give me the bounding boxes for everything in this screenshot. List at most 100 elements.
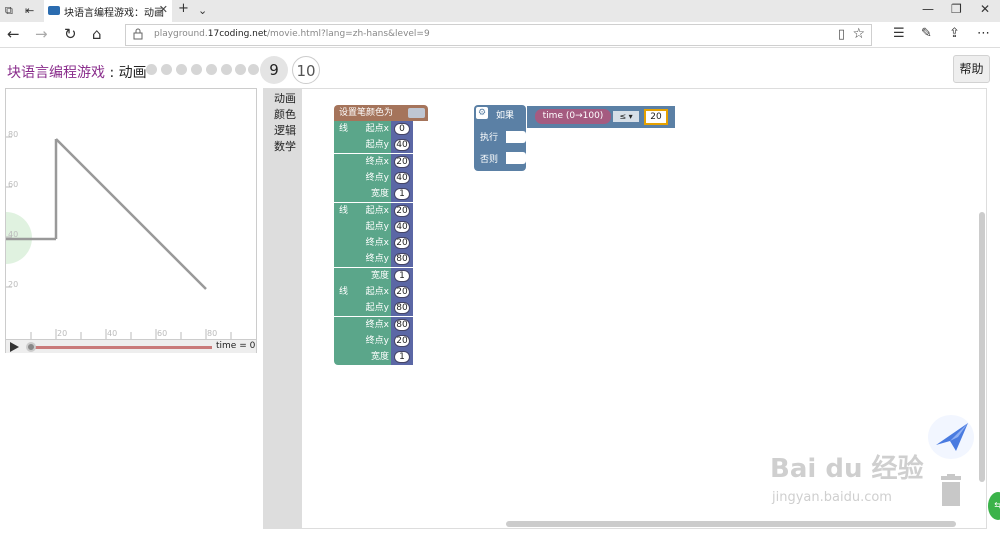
- browser-tab-active[interactable]: 块语言编程游戏：动画 ✕: [44, 0, 172, 22]
- x-tick-60: 60: [157, 329, 167, 338]
- level-dot-8[interactable]: [248, 64, 259, 75]
- forward-icon[interactable]: →: [35, 25, 48, 43]
- level-dot-6[interactable]: [221, 64, 232, 75]
- url-text: playground.17coding.net/movie.html?lang=…: [154, 29, 430, 39]
- number-block: 20: [391, 153, 413, 170]
- if-else-block[interactable]: ⚙ 如果 执行 否则: [474, 105, 526, 171]
- do-label: 执行: [480, 133, 499, 143]
- line-1-end-y-value[interactable]: 40: [394, 171, 410, 184]
- close-tab-icon[interactable]: ✕: [158, 3, 168, 16]
- share-icon[interactable]: ⇪: [949, 26, 960, 41]
- toolbox-category-logic[interactable]: 逻辑: [274, 124, 296, 137]
- line-1-width-value[interactable]: 1: [394, 188, 410, 201]
- toolbox-category-math[interactable]: 数学: [274, 140, 296, 153]
- new-tab-icon[interactable]: +: [178, 1, 189, 16]
- url-field[interactable]: playground.17coding.net/movie.html?lang=…: [125, 24, 872, 46]
- else-statement-slot[interactable]: [506, 152, 526, 164]
- line-field-label: 起点x: [365, 205, 389, 216]
- do-statement-slot[interactable]: [506, 131, 526, 143]
- tab-actions-icon[interactable]: ⧉: [5, 4, 13, 17]
- line-3-end-y-value[interactable]: 20: [394, 334, 410, 347]
- help-button[interactable]: 帮助: [953, 55, 990, 83]
- more-menu-icon[interactable]: ⋯: [977, 26, 990, 41]
- pen-color-swatch[interactable]: [408, 108, 425, 118]
- block-workspace[interactable]: [301, 88, 987, 529]
- level-dot-1[interactable]: [146, 64, 157, 75]
- line-3-end-x-value[interactable]: 80: [394, 318, 410, 331]
- line-3-end-x-row: 终点x 80: [334, 316, 413, 333]
- baidu-jingyan-watermark: Bai du 经验: [770, 454, 924, 484]
- line-field-label: 终点x: [365, 319, 389, 330]
- level-dot-5[interactable]: [206, 64, 217, 75]
- line-1-end-x-value[interactable]: 20: [394, 155, 410, 168]
- x-tick-40: 40: [107, 329, 117, 338]
- line-field-label: 宽度: [370, 352, 389, 363]
- line-field-label: 起点y: [365, 221, 389, 232]
- side-float-button[interactable]: ⇆: [988, 492, 1000, 520]
- web-note-pen-icon[interactable]: ✎: [921, 26, 932, 41]
- block-toolbox: 动画 颜色 逻辑 数学: [263, 88, 301, 529]
- x-axis: 20 40 60 80: [30, 329, 232, 339]
- line-3-start-y-value[interactable]: 80: [394, 302, 410, 315]
- line-3-width-value[interactable]: 1: [394, 351, 410, 364]
- line-2-start-y-value[interactable]: 40: [394, 220, 410, 233]
- current-level-badge[interactable]: 9: [260, 56, 288, 84]
- level-dot-7[interactable]: [235, 64, 246, 75]
- line-2-end-x-value[interactable]: 20: [394, 237, 410, 250]
- line-field-label: 终点y: [365, 172, 389, 183]
- close-window-icon[interactable]: ✕: [980, 2, 991, 16]
- line-1-start-y-value[interactable]: 40: [394, 139, 410, 152]
- level-dot-2[interactable]: [161, 64, 172, 75]
- number-block: 0: [391, 121, 413, 137]
- play-icon[interactable]: [10, 342, 19, 352]
- y-tick-20: 20: [8, 280, 18, 289]
- number-block: 1: [391, 186, 413, 203]
- back-icon[interactable]: ←: [7, 25, 20, 43]
- line-3-start-x-value[interactable]: 20: [394, 286, 410, 298]
- set-pen-color-block[interactable]: 设置笔颜色为: [334, 105, 428, 121]
- favorites-hub-icon[interactable]: ☰: [893, 26, 905, 41]
- next-level-button[interactable]: 10: [292, 56, 320, 84]
- toolbox-category-color[interactable]: 颜色: [274, 108, 296, 121]
- time-slider-handle[interactable]: [26, 342, 36, 352]
- maximize-icon[interactable]: ❐: [951, 2, 962, 16]
- tab-preview-chevron-down-icon[interactable]: ⌄: [198, 4, 208, 17]
- level-dot-4[interactable]: [191, 64, 202, 75]
- reading-view-icon[interactable]: ▯: [837, 27, 845, 42]
- line-1-start-x-value[interactable]: 0: [394, 123, 410, 135]
- compare-value-input[interactable]: 20: [644, 109, 668, 125]
- level-dot-3[interactable]: [176, 64, 187, 75]
- address-bar-row: ← → ↻ ⌂ playground.17coding.net/movie.ht…: [0, 22, 1000, 48]
- minimize-icon[interactable]: —: [922, 2, 934, 16]
- refresh-icon[interactable]: ↻: [64, 25, 77, 43]
- line-field-label: 起点y: [365, 303, 389, 314]
- number-block: 40: [391, 218, 413, 235]
- favorite-star-icon[interactable]: ☆: [852, 26, 865, 42]
- line-2-end-y-value[interactable]: 80: [394, 253, 410, 266]
- time-slider-track[interactable]: [30, 346, 212, 349]
- home-icon[interactable]: ⌂: [92, 25, 102, 43]
- workspace-vertical-scrollbar[interactable]: [979, 212, 985, 482]
- number-block: 1: [391, 349, 413, 366]
- number-block: 40: [391, 137, 413, 154]
- lock-icon: [133, 28, 143, 40]
- trash-can-icon[interactable]: [939, 474, 963, 506]
- workspace-horizontal-scrollbar[interactable]: [506, 521, 956, 527]
- toolbox-category-animation[interactable]: 动画: [274, 92, 296, 105]
- set-aside-tabs-icon[interactable]: ⇤: [25, 4, 35, 17]
- line-field-label: 终点x: [365, 238, 389, 249]
- line-2-end-x-row: 终点x 20: [334, 235, 413, 252]
- number-block: 20: [391, 284, 413, 300]
- line-2-width-value[interactable]: 1: [394, 269, 410, 282]
- line-2-start-x-value[interactable]: 20: [394, 204, 410, 217]
- operator-dropdown[interactable]: ≤ ▾: [613, 111, 639, 122]
- gear-icon[interactable]: ⚙: [476, 107, 488, 119]
- number-block: 80: [391, 316, 413, 333]
- time-variable-block[interactable]: time (0→100): [535, 109, 611, 124]
